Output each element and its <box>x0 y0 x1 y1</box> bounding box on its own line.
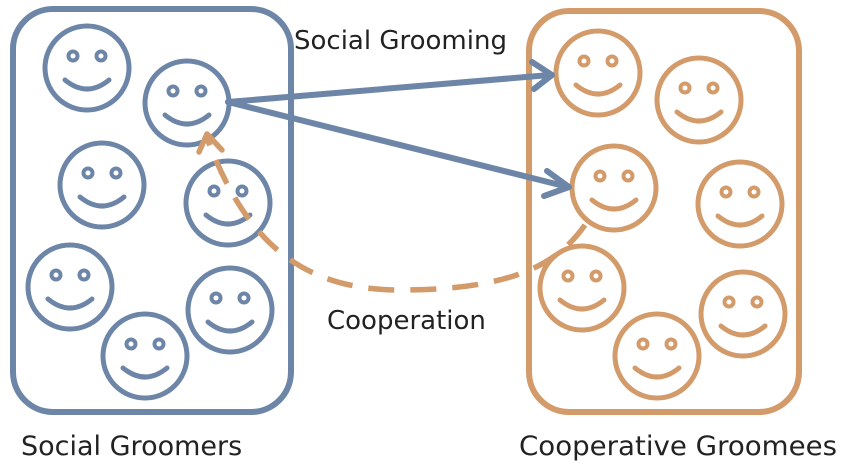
social-groomers-group <box>10 6 294 415</box>
cooperation-arrowhead-icon <box>196 131 225 155</box>
grooming-arrow-bottom <box>225 99 571 190</box>
groomee-face-icon <box>615 314 699 398</box>
groomee-face-icon <box>698 162 782 246</box>
groomer-face-icon <box>45 26 129 110</box>
groomee-face-icon <box>572 146 656 230</box>
cooperation-label: Cooperation <box>327 306 486 336</box>
groomer-face-icon <box>103 314 187 398</box>
groomer-face-icon <box>188 268 272 352</box>
cooperation-arrow <box>204 137 588 293</box>
social-grooming-arrows <box>225 59 572 199</box>
groomer-face-icon <box>60 143 144 227</box>
groomee-face-icon <box>657 58 741 142</box>
grooming-arrowhead-bottom-icon <box>541 168 572 199</box>
groomer-face-icon <box>145 61 229 145</box>
grooming-arrowhead-top-icon <box>529 59 555 92</box>
groomer-face-icon <box>186 161 270 245</box>
social-groomers-box <box>10 6 294 415</box>
groomer-face-icon <box>28 245 112 329</box>
social-grooming-label: Social Grooming <box>294 26 507 56</box>
groomee-face-icon <box>556 31 640 115</box>
cooperative-groomees-group <box>526 8 802 415</box>
cooperative-groomees-label: Cooperative Groomees <box>519 431 837 462</box>
cooperative-groomees-box <box>526 8 802 415</box>
social-groomers-label: Social Groomers <box>21 431 242 462</box>
groomee-face-icon <box>701 272 785 356</box>
grooming-arrow-top <box>225 72 553 105</box>
